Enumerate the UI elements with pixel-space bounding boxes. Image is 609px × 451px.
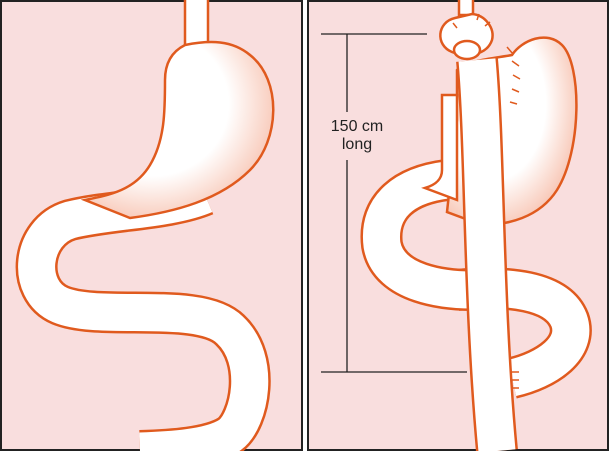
panel-bypass-anatomy: 150 cm long <box>307 0 609 451</box>
esophagus <box>185 0 208 48</box>
gastrojejunostomy <box>454 41 480 59</box>
length-unit-note: long <box>315 136 399 154</box>
bypass-anatomy-illustration <box>307 0 609 451</box>
roux-limb <box>477 60 497 451</box>
esophagus <box>459 0 473 15</box>
panel-normal-anatomy <box>0 0 303 451</box>
roux-limb-length-label: 150 cm long <box>315 118 399 154</box>
length-value: 150 cm <box>315 118 399 136</box>
normal-anatomy-illustration <box>0 0 303 451</box>
